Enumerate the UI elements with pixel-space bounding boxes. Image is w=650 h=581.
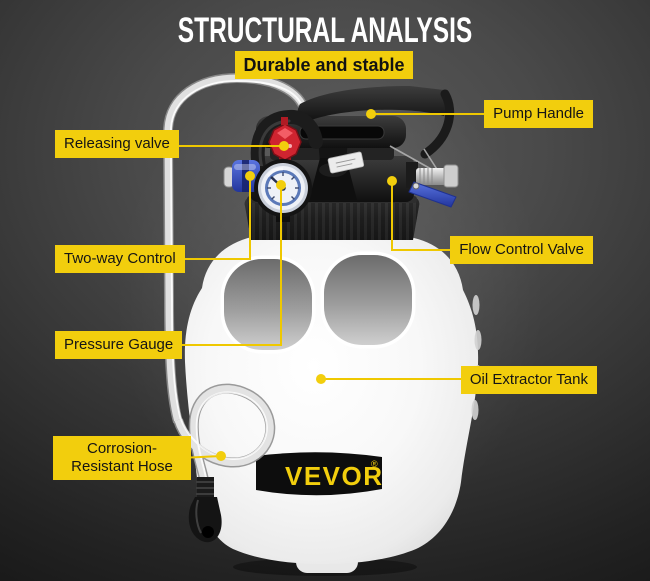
page-title: STRUCTURAL ANALYSIS	[177, 11, 473, 50]
flow-valve-lever	[408, 181, 457, 208]
callout-lines	[160, 113, 500, 459]
subtitle-badge: Durable and stable	[235, 51, 413, 79]
vevor-logo: VEVOR ®	[256, 452, 384, 496]
callout-label-pressure-gauge: Pressure Gauge	[55, 331, 183, 359]
callout-dot-releasing-valve	[279, 141, 289, 151]
pump-head-assembly	[223, 86, 459, 240]
callout-label-oil-extractor-tank: Oil Extractor Tank	[460, 366, 597, 394]
callout-dot-flow-control-valve	[387, 176, 397, 186]
callout-dot-corrosion-hose	[216, 451, 226, 461]
callout-dot-pressure-gauge	[276, 180, 286, 190]
hose-upper-arc	[162, 72, 310, 424]
callout-label-releasing-valve: Releasing valve	[55, 130, 179, 158]
callout-label-pump-handle: Pump Handle	[484, 100, 593, 128]
callout-line-two-way-control	[160, 176, 251, 260]
callout-dot-two-way-control	[245, 171, 255, 181]
registered-trademark-symbol: ®	[371, 459, 378, 469]
callout-label-two-way-control: Two-way Control	[55, 245, 185, 273]
callout-line-flow-control-valve	[391, 181, 470, 251]
flow-control-valve-part	[406, 162, 459, 208]
oil-extractor-tank: VEVOR ®	[184, 233, 482, 576]
callout-dots	[216, 109, 397, 461]
tank-hole-left	[224, 259, 312, 350]
hose-nozzle	[188, 477, 222, 543]
callout-label-flow-control-valve: Flow Control Valve	[450, 236, 593, 264]
spec-sticker	[327, 151, 365, 174]
callout-label-corrosion-resistant-hose: Corrosion-Resistant Hose	[53, 436, 191, 480]
vevor-logo-text: VEVOR	[285, 461, 384, 491]
callout-line-pressure-gauge	[160, 185, 282, 346]
tank-hole-right	[324, 255, 412, 345]
callout-dot-oil-extractor-tank	[316, 374, 326, 384]
callout-dot-pump-handle	[366, 109, 376, 119]
